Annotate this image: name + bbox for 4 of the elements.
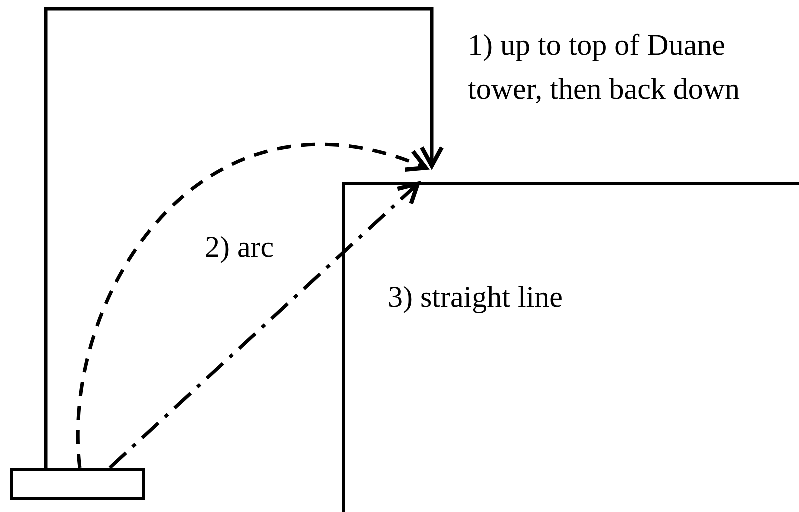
arrow	[108, 182, 420, 470]
arrow	[44, 7, 444, 468]
base-box	[10, 468, 145, 500]
arrow	[76, 143, 428, 468]
